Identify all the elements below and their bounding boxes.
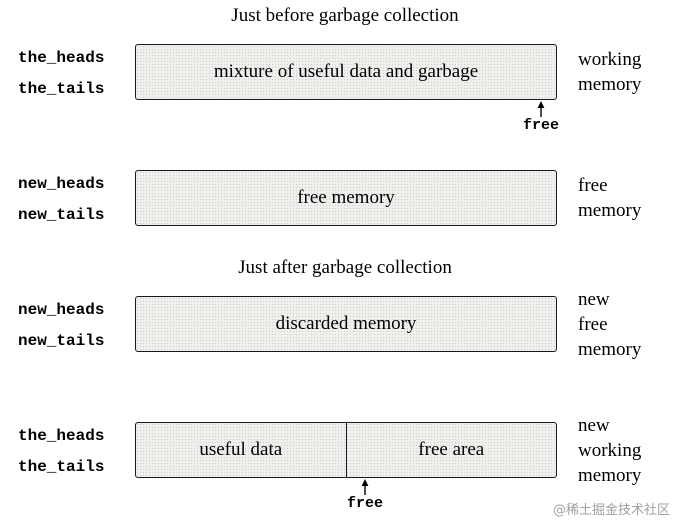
memory-role-line: memory <box>578 465 642 486</box>
up-arrow-icon <box>361 479 369 495</box>
pointer-name-the-tails: the_tails <box>18 458 105 476</box>
memory-box-new-working: useful data free area <box>135 422 557 478</box>
memory-role-line: memory <box>578 339 642 360</box>
pointer-name-labels: new_heads new_tails <box>18 301 104 363</box>
pointer-name-labels: new_heads new_tails <box>18 175 104 237</box>
free-pointer: free <box>335 479 395 512</box>
memory-segment-mixture: mixture of useful data and garbage <box>213 61 479 82</box>
memory-row-working: the_heads the_tails mixture of useful da… <box>0 44 678 134</box>
memory-role-label-new-free: new free memory <box>578 287 641 362</box>
free-pointer-label: free <box>522 117 559 134</box>
memory-role-line: memory <box>578 74 642 95</box>
memory-role-line: free <box>578 314 608 335</box>
pointer-name-labels: the_heads the_tails <box>18 427 104 489</box>
watermark-text: @稀土掘金技术社区 <box>552 503 670 518</box>
memory-segment-useful-data: useful data <box>199 439 283 460</box>
pointer-name-new-heads: new_heads <box>18 301 105 319</box>
section-title-after-gc: Just after garbage collection <box>238 257 452 278</box>
pointer-name-new-heads: new_heads <box>18 175 105 193</box>
free-pointer-label: free <box>346 495 383 512</box>
memory-row-new-working: the_heads the_tails useful data free are… <box>0 415 678 512</box>
pointer-name-labels: the_heads the_tails <box>18 49 104 111</box>
up-arrow-icon <box>537 101 545 117</box>
pointer-name-the-tails: the_tails <box>18 80 105 98</box>
memory-box-free: free memory <box>135 170 557 226</box>
memory-role-line: new <box>578 289 610 310</box>
pointer-name-the-heads: the_heads <box>18 49 105 67</box>
memory-segment-free-area: free area <box>345 423 557 477</box>
memory-row-free: new_heads new_tails free memory free mem… <box>0 170 678 226</box>
section-title-before-gc: Just before garbage collection <box>231 5 459 26</box>
pointer-name-new-tails: new_tails <box>18 206 105 224</box>
memory-role-label-working: working memory <box>578 47 641 97</box>
memory-box-discarded: discarded memory <box>135 296 557 352</box>
free-pointer: free <box>511 101 571 134</box>
memory-role-line: memory <box>578 200 642 221</box>
pointer-name-the-heads: the_heads <box>18 427 105 445</box>
memory-box-working: mixture of useful data and garbage <box>135 44 557 100</box>
memory-role-line: new <box>578 415 610 436</box>
pointer-name-new-tails: new_tails <box>18 332 105 350</box>
memory-role-line: free <box>578 175 608 196</box>
memory-role-line: working <box>578 440 642 461</box>
memory-role-line: working <box>578 49 642 70</box>
memory-role-label-new-working: new working memory <box>578 413 641 488</box>
memory-segment-discarded: discarded memory <box>275 313 417 334</box>
memory-segment-free: free memory <box>297 187 395 208</box>
memory-row-discarded: new_heads new_tails discarded memory new… <box>0 289 678 360</box>
memory-role-label-free: free memory <box>578 173 641 223</box>
